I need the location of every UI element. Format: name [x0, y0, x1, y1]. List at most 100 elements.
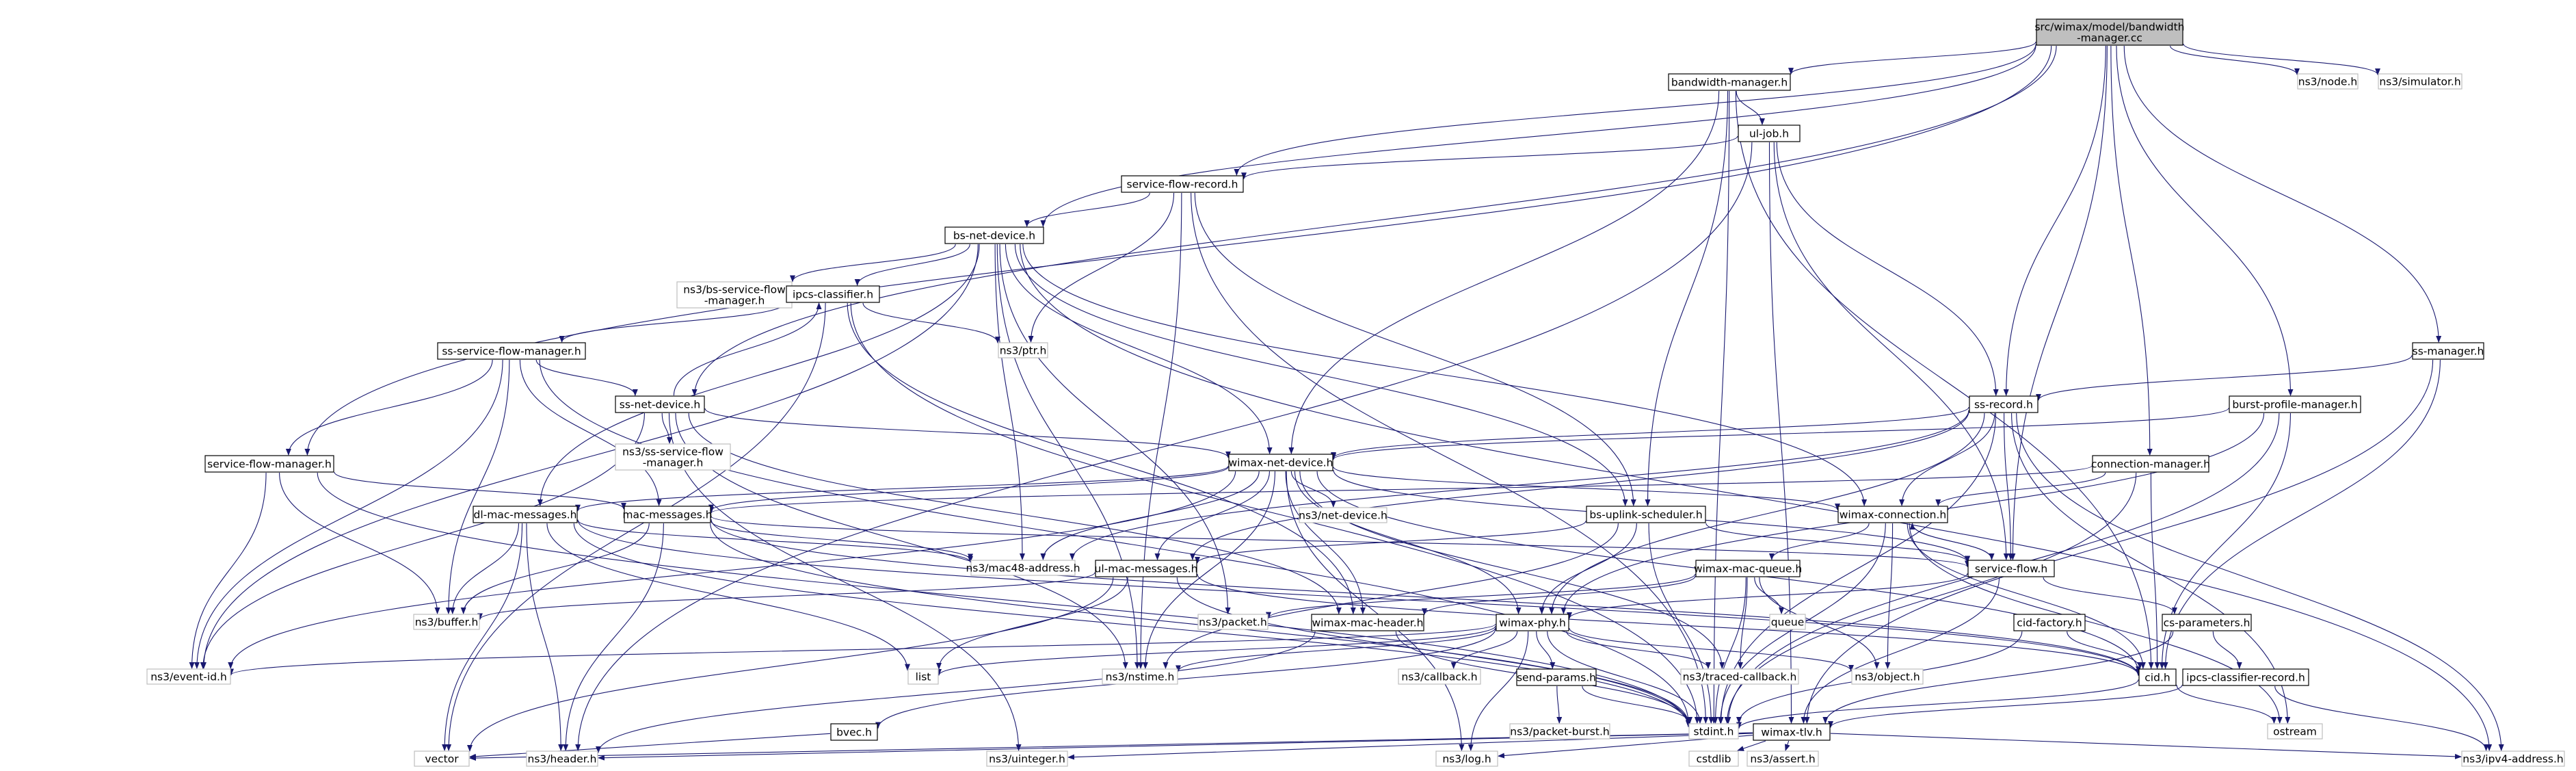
edge-ul_job_h-to-ss_record_h: [1776, 142, 1999, 396]
edge-wimax_phy_h-to-stdint_h: [1547, 631, 1703, 724]
edge-root-to-service_flow_record_h: [1234, 44, 2036, 176]
node-box: [1688, 750, 1739, 767]
node-box: [526, 750, 598, 767]
edge-wimax_mac_queue_h-to-ns3_traced_callback_h: [1737, 577, 1748, 669]
node-mac-messages-h[interactable]: mac-messages.h: [622, 506, 713, 523]
node-dl-mac-messages-h[interactable]: dl-mac-messages.h: [473, 506, 578, 523]
node-box: [1738, 125, 1801, 142]
node-label: wimax-net-device.h: [1228, 456, 1333, 469]
node-box: [1228, 454, 1333, 471]
node-wimax-mac-queue-h[interactable]: wimax-mac-queue.h: [1694, 560, 1802, 577]
node-root[interactable]: src/wimax/model/bandwidth-manager.cc: [2034, 18, 2185, 46]
node-box: [2092, 455, 2209, 473]
node-cs-parameters-h[interactable]: cs-parameters.h: [2162, 614, 2252, 631]
node-cid-h[interactable]: cid.h: [2138, 668, 2177, 686]
node-label: bandwidth-manager.h: [1671, 76, 1788, 88]
edge-dl_mac_messages_h-to-list: [546, 523, 910, 671]
node-label: ul-mac-messages.h: [1095, 562, 1198, 575]
edge-bs_uplink_scheduler_h-to-stdint_h: [1648, 523, 1714, 724]
edge-ipcs_classifier_h-to-ss_service_flow_manager_h: [559, 302, 786, 343]
node-cid-factory-h[interactable]: cid-factory.h: [2013, 614, 2086, 631]
node-box: [2229, 395, 2361, 413]
node-wimax-tlv-h[interactable]: wimax-tlv.h: [1753, 723, 1831, 741]
edge-ss_service_flow_manager_h-to-stdint_h: [539, 359, 1691, 724]
node-label: ns3/assert.h: [1750, 753, 1815, 765]
edge-root-to-service_flow_manager_h: [304, 45, 2052, 456]
node-connection-manager-h[interactable]: connection-manager.h: [2091, 455, 2210, 473]
edge-wimax_net_device_h-to-ul_mac_messages_h: [1154, 471, 1271, 560]
edge-ss_net_device_h-to-ns3_event_id_h: [200, 413, 646, 669]
edge-ss_record_h-to-wimax_connection_h: [1899, 413, 1995, 506]
edge-ss_service_flow_manager_h-to-mac_messages_h: [519, 359, 662, 506]
node-queue: queue: [1769, 614, 1806, 630]
node-label: wimax-connection.h: [1840, 508, 1947, 521]
node-box: [1435, 750, 1498, 767]
node-label: ns3/traced-callback.h: [1683, 670, 1797, 683]
node-wimax-connection-h[interactable]: wimax-connection.h: [1837, 506, 1948, 523]
edge-bs_uplink_scheduler_h-to-service_flow_h: [1705, 523, 1970, 563]
edge-ss_record_h-to-ns3_ipv4_address_h: [2016, 413, 2504, 751]
edge-wimax_mac_queue_h-to-wimax_mac_header_h: [1422, 575, 1696, 616]
node-label: ns3/ptr.h: [1000, 344, 1047, 356]
edge-bs_net_device_h-to-wimax_connection_h: [1022, 244, 1868, 506]
node-ss-manager-h[interactable]: ss-manager.h: [2412, 342, 2484, 360]
edge-ss_record_h-to-wimax_phy_h: [1549, 413, 1985, 614]
edge-ss_net_device_h-to-ns3_nstime_h: [675, 413, 1128, 669]
node-ns3-callback-h: ns3/callback.h: [1398, 668, 1481, 685]
edge-send_params_h-to-stdint_h: [1582, 685, 1693, 724]
node-send-params-h[interactable]: send-params.h: [1516, 668, 1597, 686]
node-box: [2036, 18, 2183, 46]
node-box: [1969, 395, 2039, 413]
edge-ss_manager_h-to-wimax_tlv_h: [1804, 359, 2434, 724]
node-ns3-ss-service-flow-manager-h: ns3/ss-service-flow-manager.h: [615, 443, 731, 471]
node-label: cid-factory.h: [2017, 616, 2082, 629]
edge-ss_record_h-to-wimax_net_device_h: [1331, 406, 1969, 459]
edge-bs_net_device_h-to-ns3_ipv4_address_h: [1020, 244, 2493, 751]
node-label: stdint.h: [1694, 725, 1734, 737]
edge-ipcs_classifier_h-to-vector: [446, 302, 826, 751]
edge-wimax_connection_h-to-cid_h: [1907, 523, 2146, 669]
node-label: ns3/object.h: [1855, 670, 1920, 683]
node-ul-mac-messages-h[interactable]: ul-mac-messages.h: [1095, 560, 1198, 577]
node-box: [944, 226, 1044, 244]
node-service-flow-manager-h[interactable]: service-flow-manager.h: [204, 455, 334, 473]
edge-wimax_mac_queue_h-to-queue: [1754, 577, 1785, 614]
edge-ss_service_flow_manager_h-to-ns3_buffer_h: [445, 359, 510, 614]
node-label: -manager.h: [704, 295, 765, 307]
node-wimax-phy-h[interactable]: wimax-phy.h: [1496, 614, 1569, 631]
node-ss-service-flow-manager-h[interactable]: ss-service-flow-manager.h: [437, 342, 586, 360]
node-ipcs-classifier-h[interactable]: ipcs-classifier.h: [786, 285, 880, 303]
edge-ss_record_h-to-stdint_h: [1718, 413, 1997, 724]
edge-cs_parameters_h-to-ipcs_classifier_record_h: [2212, 631, 2242, 669]
node-box: [1747, 750, 1819, 767]
node-wimax-mac-header-h[interactable]: wimax-mac-header.h: [1311, 614, 1424, 631]
edge-ul_mac_messages_h-to-stdint_h: [1176, 577, 1691, 725]
node-service-flow-record-h[interactable]: service-flow-record.h: [1121, 175, 1244, 193]
node-ipcs-classifier-record-h[interactable]: ipcs-classifier-record.h: [2182, 668, 2309, 686]
edge-bandwidth_manager_h-to-ul_job_h: [1736, 90, 1765, 125]
node-ss-record-h[interactable]: ss-record.h: [1969, 395, 2039, 413]
edge-wimax_mac_header_h-to-ns3_header_h: [596, 631, 1316, 754]
edge-service_flow_manager_h-to-mac_messages_h: [334, 471, 626, 510]
node-label: bvec.h: [836, 726, 872, 738]
node-label: burst-profile-manager.h: [2232, 398, 2357, 410]
edge-cid_h-to-stdint_h: [1736, 679, 2139, 729]
edge-service_flow_h-to-wimax_tlv_h: [1801, 577, 2000, 724]
node-burst-profile-manager-h[interactable]: burst-profile-manager.h: [2229, 395, 2361, 413]
edge-service_flow_manager_h-to-ns3_buffer_h: [279, 472, 440, 614]
node-ul-job-h[interactable]: ul-job.h: [1738, 125, 1801, 142]
node-wimax-net-device-h[interactable]: wimax-net-device.h: [1228, 454, 1333, 471]
node-ss-net-device-h[interactable]: ss-net-device.h: [615, 395, 705, 413]
node-box: [1769, 614, 1806, 630]
edge-ss_service_flow_manager_h-to-ns3_event_id_h: [194, 359, 503, 669]
node-bandwidth-manager-h[interactable]: bandwidth-manager.h: [1668, 73, 1791, 91]
node-box: [1398, 668, 1481, 685]
edge-ss_record_h-to-ul_mac_messages_h: [1190, 410, 1969, 560]
node-bs-uplink-scheduler-h[interactable]: bs-uplink-scheduler.h: [1586, 506, 1706, 523]
node-label: cstdlib: [1697, 753, 1731, 765]
node-service-flow-h[interactable]: service-flow.h: [1967, 560, 2055, 577]
node-bvec-h[interactable]: bvec.h: [830, 723, 878, 741]
edge-cid_h-to-ostream: [2176, 684, 2277, 724]
node-box: [2297, 73, 2359, 90]
node-bs-net-device-h[interactable]: bs-net-device.h: [944, 226, 1044, 244]
